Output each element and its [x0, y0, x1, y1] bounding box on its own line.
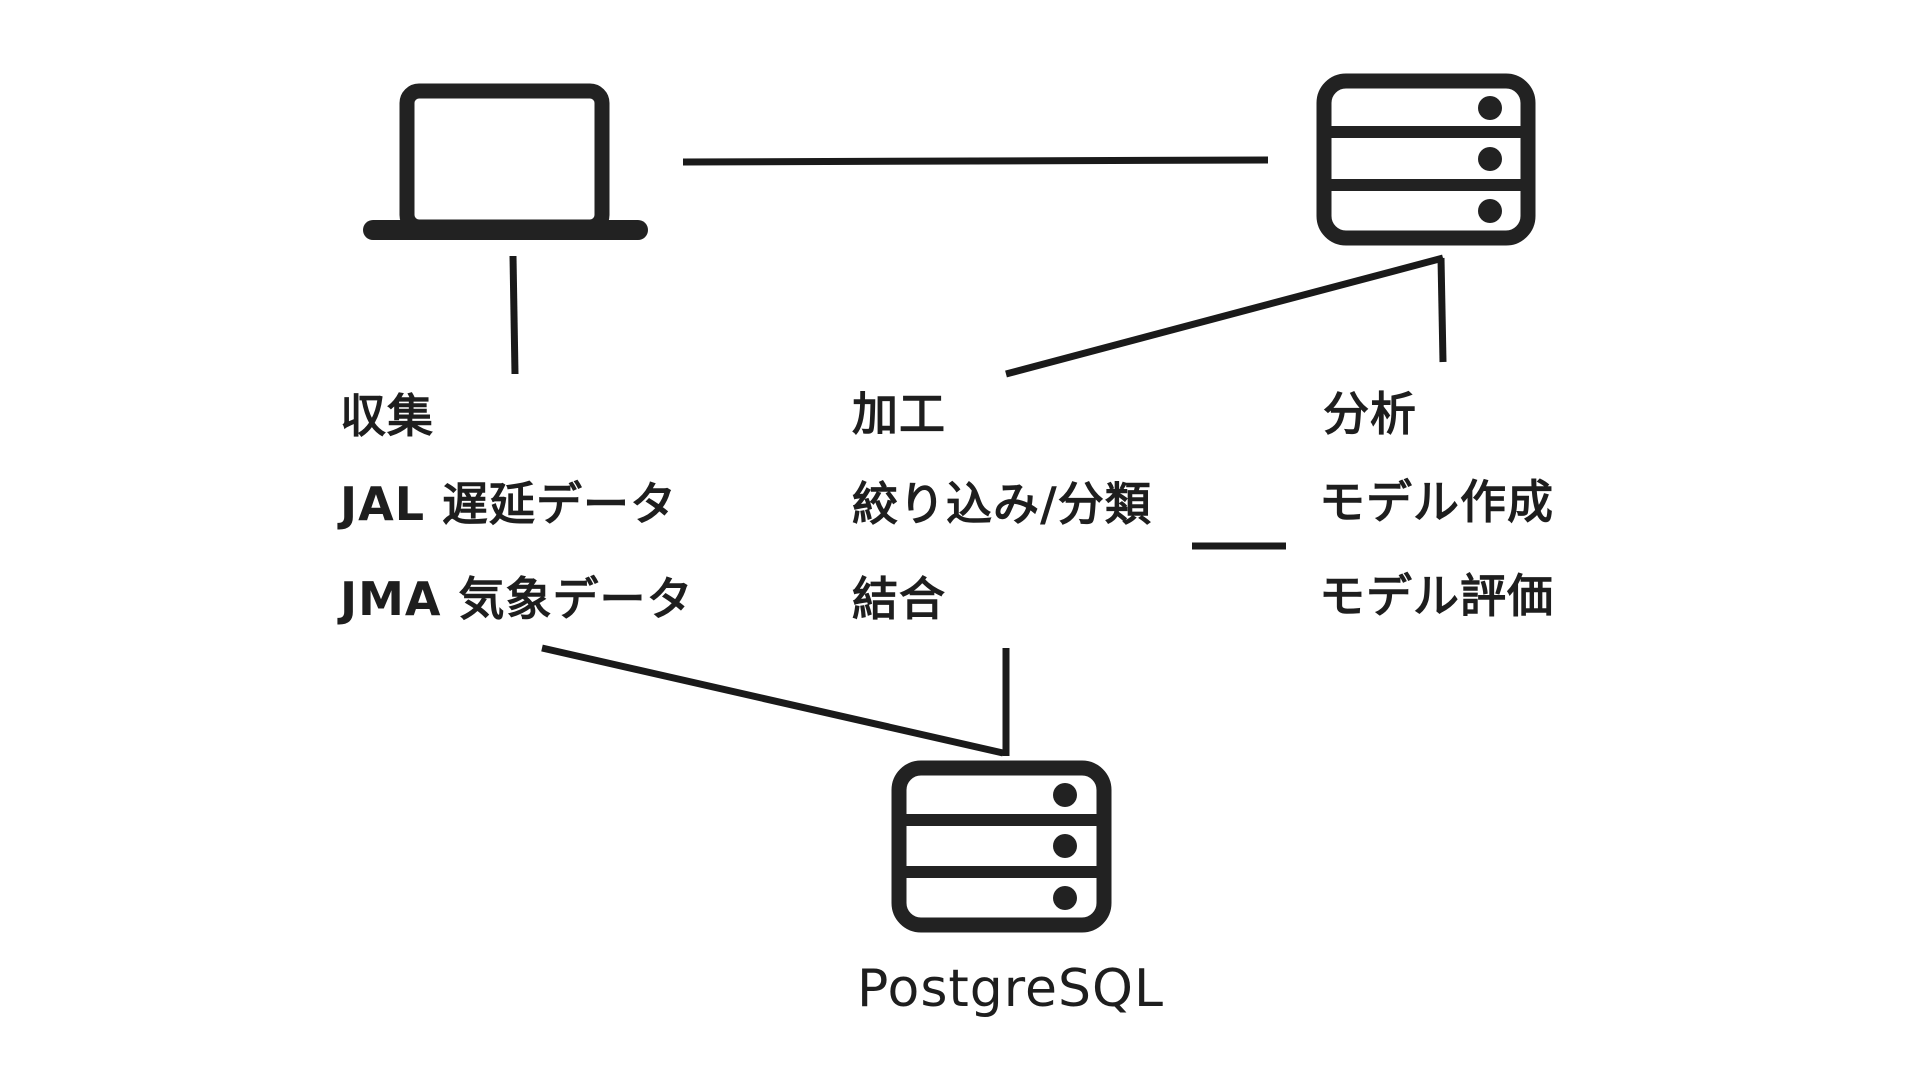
stage-analyze-item: モデル作成	[1319, 475, 1554, 529]
stage-process-title: 加工	[852, 387, 946, 441]
database-server-icon	[891, 760, 1112, 933]
stage-collect-item: JMA 気象データ	[340, 572, 694, 626]
stage-collect-item: JAL 遅延データ	[340, 477, 678, 531]
server-icon	[1316, 73, 1536, 246]
stage-process-item: 結合	[852, 572, 946, 626]
stage-analyze-title: 分析	[1323, 387, 1417, 441]
connector-server-analyze	[1437, 257, 1447, 363]
connector-laptop-server	[682, 156, 1269, 166]
connector-collect-database	[541, 644, 1004, 757]
stage-analyze-item: モデル評価	[1319, 569, 1554, 623]
database-label: PostgreSQL	[857, 959, 1164, 1019]
laptop-icon	[363, 83, 648, 240]
connector-laptop-collect	[509, 255, 519, 375]
stage-collect-title: 収集	[340, 389, 434, 443]
stage-process-item: 絞り込み/分類	[852, 477, 1152, 531]
connector-server-process	[1005, 254, 1444, 378]
